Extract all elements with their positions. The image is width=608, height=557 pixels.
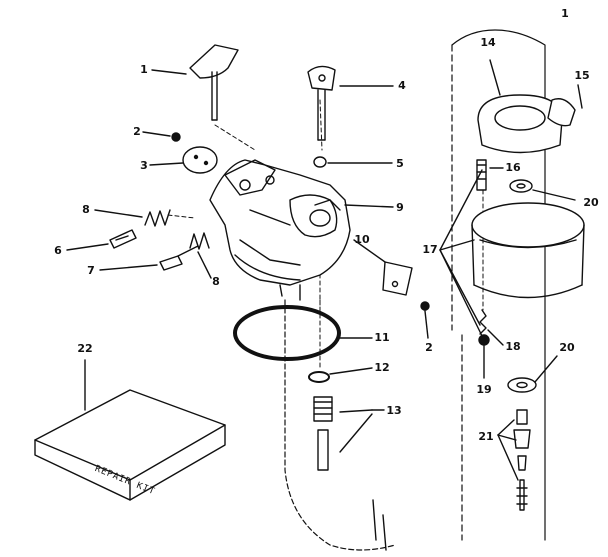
part-21-screw-stack [497, 409, 531, 511]
part-18-spring [479, 309, 504, 346]
part-22-repair-kit-box [34, 359, 226, 501]
part-3-throttle-plate [149, 146, 218, 174]
part-10-bracket [353, 239, 413, 296]
page-index-mark: 1 [561, 7, 569, 20]
callout-21: 21 [478, 430, 494, 443]
float-bowl-phantom-outline [284, 299, 396, 551]
callout-7: 7 [87, 264, 95, 277]
callout-10: 10 [354, 233, 370, 246]
callout-4: 4 [398, 79, 406, 92]
callout-6: 6 [54, 244, 62, 257]
assembly-guide-lines [167, 99, 484, 371]
part-17-leader-lines [439, 169, 485, 341]
callout-17: 17 [422, 243, 438, 256]
part-2-screw-upper [142, 131, 181, 142]
callout-5: 5 [396, 157, 404, 170]
callout-16: 16 [505, 161, 521, 174]
part-12-oring [308, 367, 373, 383]
part-11-gasket [233, 305, 373, 361]
callout-18: 18 [505, 340, 521, 353]
callout-2-lower: 2 [425, 341, 433, 354]
callout-20-upper: 20 [583, 196, 599, 209]
part-6-mixture-screw [66, 229, 137, 251]
float-bowl-cylinder [471, 202, 585, 299]
callout-20-lower: 20 [559, 341, 575, 354]
part-16-bolt [476, 159, 504, 191]
callout-2-upper: 2 [133, 125, 141, 138]
carburetor-body [209, 159, 394, 301]
part-8-spring-left [94, 209, 171, 227]
callout-8-left: 8 [82, 203, 90, 216]
callout-8-right: 8 [212, 275, 220, 288]
part-8-spring-right [189, 232, 212, 279]
part-7-idle-needle [99, 245, 199, 271]
right-assembly-phantom-outline [451, 29, 546, 541]
part-1-throttle-shaft [151, 44, 239, 121]
callout-12: 12 [374, 361, 390, 374]
part-20-washer-lower [507, 355, 558, 393]
callout-19: 19 [476, 383, 492, 396]
part-20-washer-upper [509, 179, 576, 201]
lower-pointer-marks [372, 499, 387, 551]
part-13-valve-assembly [313, 396, 385, 471]
callout-14: 14 [480, 36, 496, 49]
callout-9: 9 [396, 201, 404, 214]
part-15-float-pin [547, 84, 583, 127]
part-2-screw-lower [420, 301, 430, 339]
part-19-screw [478, 334, 490, 379]
callout-11: 11 [374, 331, 390, 344]
callout-13: 13 [386, 404, 402, 417]
part-5-seal [313, 156, 393, 168]
callout-22: 22 [77, 342, 93, 355]
part-4-choke-shaft [307, 65, 394, 141]
callout-15: 15 [574, 69, 590, 82]
callout-1: 1 [140, 63, 148, 76]
callout-3: 3 [140, 159, 148, 172]
part-14-float-cover [477, 59, 563, 154]
